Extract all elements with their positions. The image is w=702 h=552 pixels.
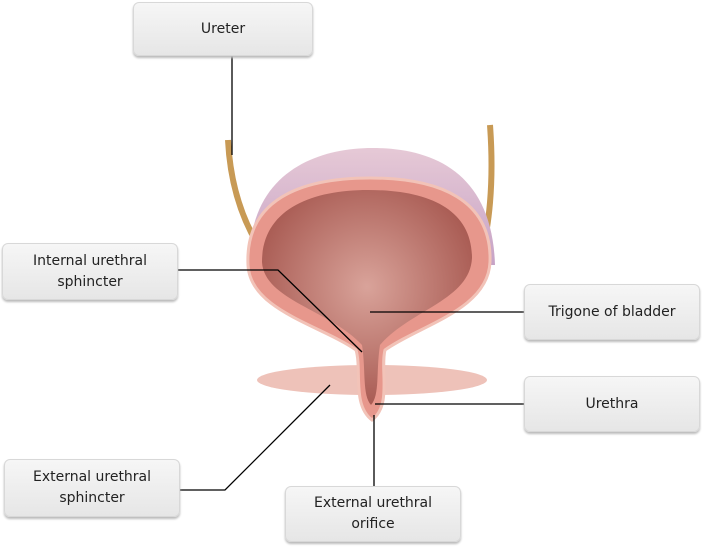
label-urethra[interactable]: Urethra <box>524 376 700 432</box>
label-trigone-of-bladder[interactable]: Trigone of bladder <box>524 284 700 340</box>
label-external-urethral-sphincter[interactable]: External urethral sphincter <box>4 459 180 517</box>
label-internal-urethral-sphincter[interactable]: Internal urethral sphincter <box>2 243 178 300</box>
label-external-urethral-orifice[interactable]: External urethral orifice <box>285 486 461 542</box>
bladder-cavity <box>262 190 472 405</box>
leader-lines <box>178 56 524 491</box>
label-ureter[interactable]: Ureter <box>133 2 313 56</box>
